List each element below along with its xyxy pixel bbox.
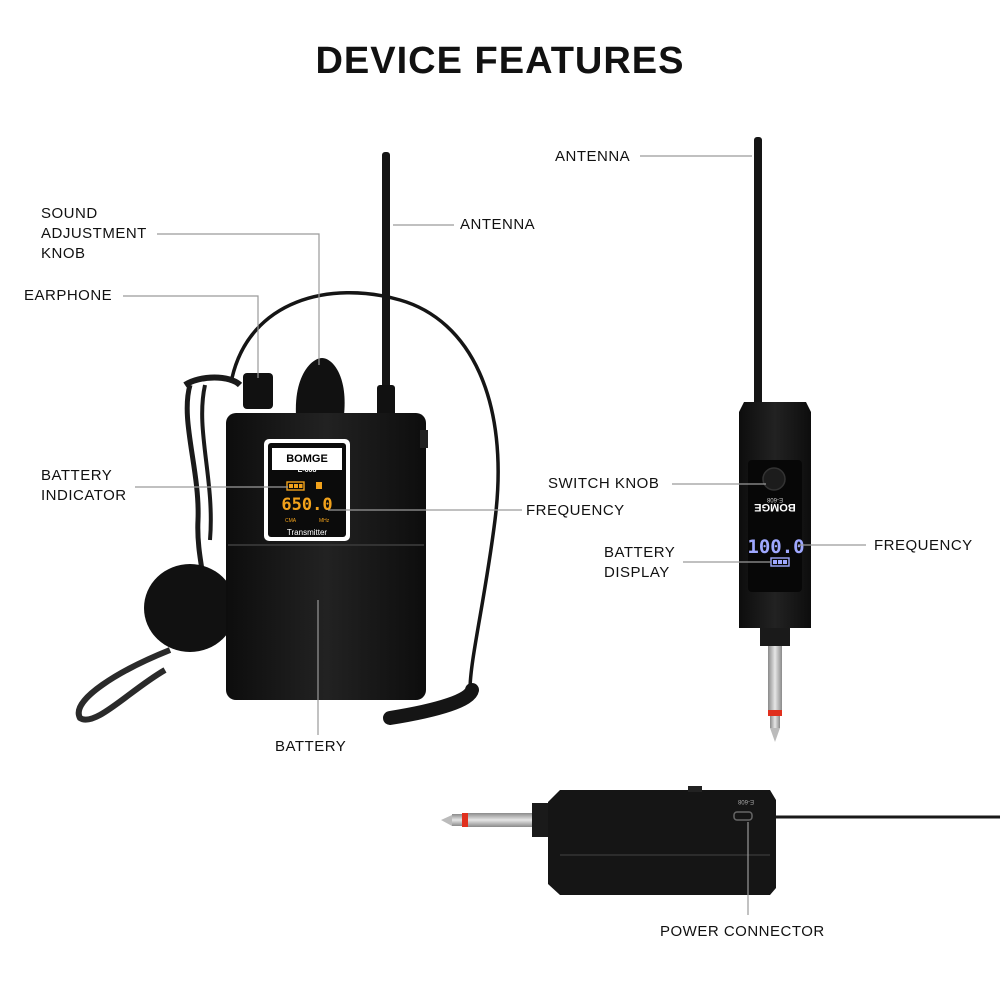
label-battery-display: BATTERY DISPLAY <box>604 544 676 581</box>
sound-adjustment-knob <box>295 358 345 415</box>
headset-band <box>230 291 500 691</box>
label-frequency-receiver: FREQUENCY <box>874 537 973 554</box>
signal-icon <box>316 482 322 489</box>
receiver-model: E-608 <box>766 496 783 502</box>
receiver-brand: BOMGE <box>754 501 796 513</box>
leader-earphone <box>123 295 259 378</box>
label-power-connector: POWER CONNECTOR <box>660 923 825 940</box>
label-frequency-transmitter: FREQUENCY <box>526 502 625 519</box>
receiver-device: BOMGE E-608 100.0 <box>739 137 811 742</box>
label-battery: BATTERY <box>275 738 347 755</box>
receiver-frequency-readout: 100.0 <box>747 536 804 558</box>
transmitter-device: BOMGE E-608 650.0 CMA MHz Transmitter <box>75 152 500 725</box>
transmitter-model: E-608 <box>298 467 317 474</box>
usb-power-port <box>733 811 753 821</box>
label-antenna-receiver: ANTENNA <box>555 148 631 165</box>
transmitter-left-mark: CMA <box>285 518 297 524</box>
transmitter-antenna <box>382 152 390 392</box>
earphone-plug <box>243 373 273 409</box>
switch-knob <box>762 467 786 491</box>
bottom-receiver-device: E-608 <box>441 786 1000 895</box>
transmitter-frequency-readout: 650.0 <box>281 495 332 515</box>
label-earphone: EARPHONE <box>24 287 113 304</box>
label-antenna-transmitter: ANTENNA <box>460 216 536 233</box>
label-switch-knob: SWITCH KNOB <box>548 475 660 492</box>
transmitter-caption: Transmitter <box>287 528 327 537</box>
label-battery-indicator: BATTERY INDICATOR <box>41 467 127 504</box>
label-sound-adjustment-knob: SOUND ADJUSTMENT KNOB <box>41 205 147 262</box>
bottom-receiver-body <box>548 790 776 895</box>
receiver-antenna <box>754 137 762 412</box>
headset-earpiece <box>383 683 479 725</box>
transmitter-unit-mark: MHz <box>319 518 330 524</box>
bottom-model-mark: E-608 <box>737 798 754 804</box>
mic-gooseneck <box>75 647 172 723</box>
receiver-jack-plug <box>768 646 782 710</box>
bottom-jack-plug <box>468 813 532 827</box>
transmitter-brand: BOMGE <box>286 453 328 465</box>
leader-sound-knob <box>157 233 320 365</box>
transmitter-battery-icon <box>286 481 305 491</box>
mic-windscreen <box>144 564 236 652</box>
page-title: DEVICE FEATURES <box>315 40 685 82</box>
